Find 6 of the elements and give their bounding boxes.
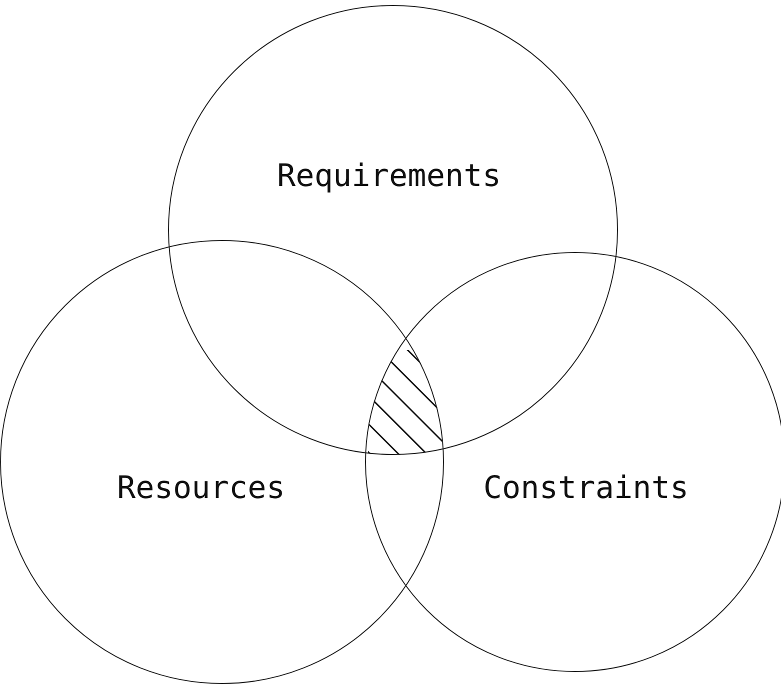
set-label: Requirements [277,158,501,194]
set-circle [168,5,618,455]
set-label: Resources [117,470,285,506]
set-label: Constraints [483,470,689,506]
set-circle [365,252,781,672]
set-circle [0,240,444,684]
